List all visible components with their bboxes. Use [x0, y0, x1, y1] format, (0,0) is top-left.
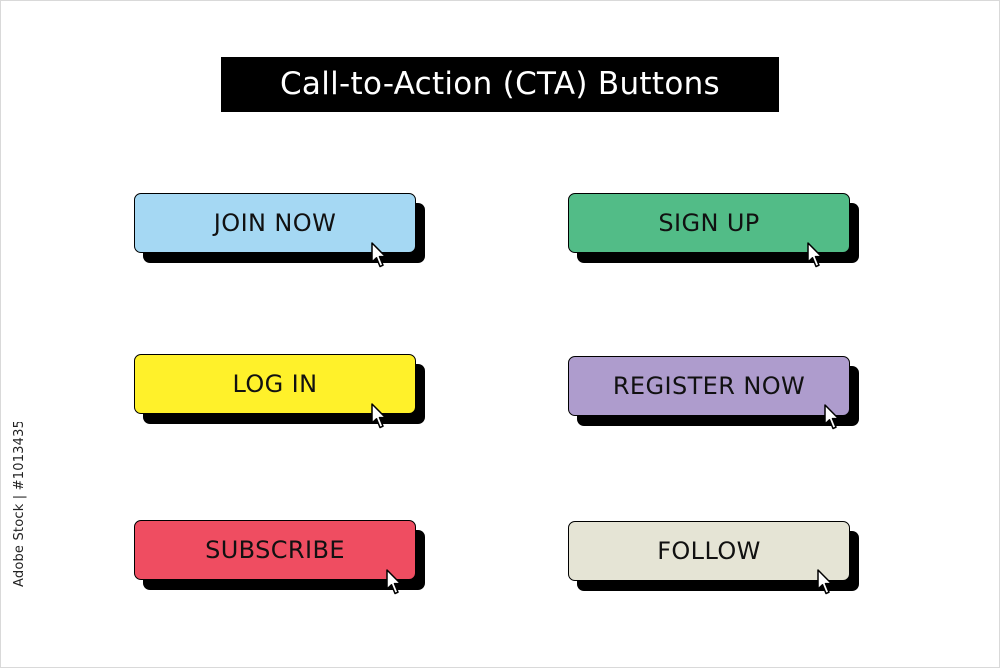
stock-id-label: Adobe Stock | #1013435698 — [12, 422, 27, 587]
arrow-cursor-icon — [386, 569, 402, 595]
arrow-cursor-icon — [824, 404, 840, 430]
log-in-button[interactable]: LOG IN — [134, 354, 416, 414]
follow-cta[interactable]: FOLLOW — [568, 521, 859, 591]
arrow-cursor-icon — [817, 569, 833, 595]
arrow-cursor-icon — [371, 403, 387, 429]
register-now-cta[interactable]: REGISTER NOW — [568, 356, 859, 426]
register-now-button[interactable]: REGISTER NOW — [568, 356, 850, 416]
arrow-cursor-icon — [807, 242, 823, 268]
sign-up-button[interactable]: SIGN UP — [568, 193, 850, 253]
subscribe-cta[interactable]: SUBSCRIBE — [134, 520, 425, 590]
follow-button[interactable]: FOLLOW — [568, 521, 850, 581]
page-title: Call-to-Action (CTA) Buttons — [221, 57, 779, 112]
sign-up-cta[interactable]: SIGN UP — [568, 193, 859, 263]
subscribe-button[interactable]: SUBSCRIBE — [134, 520, 416, 580]
arrow-cursor-icon — [371, 242, 387, 268]
join-now-button[interactable]: JOIN NOW — [134, 193, 416, 253]
